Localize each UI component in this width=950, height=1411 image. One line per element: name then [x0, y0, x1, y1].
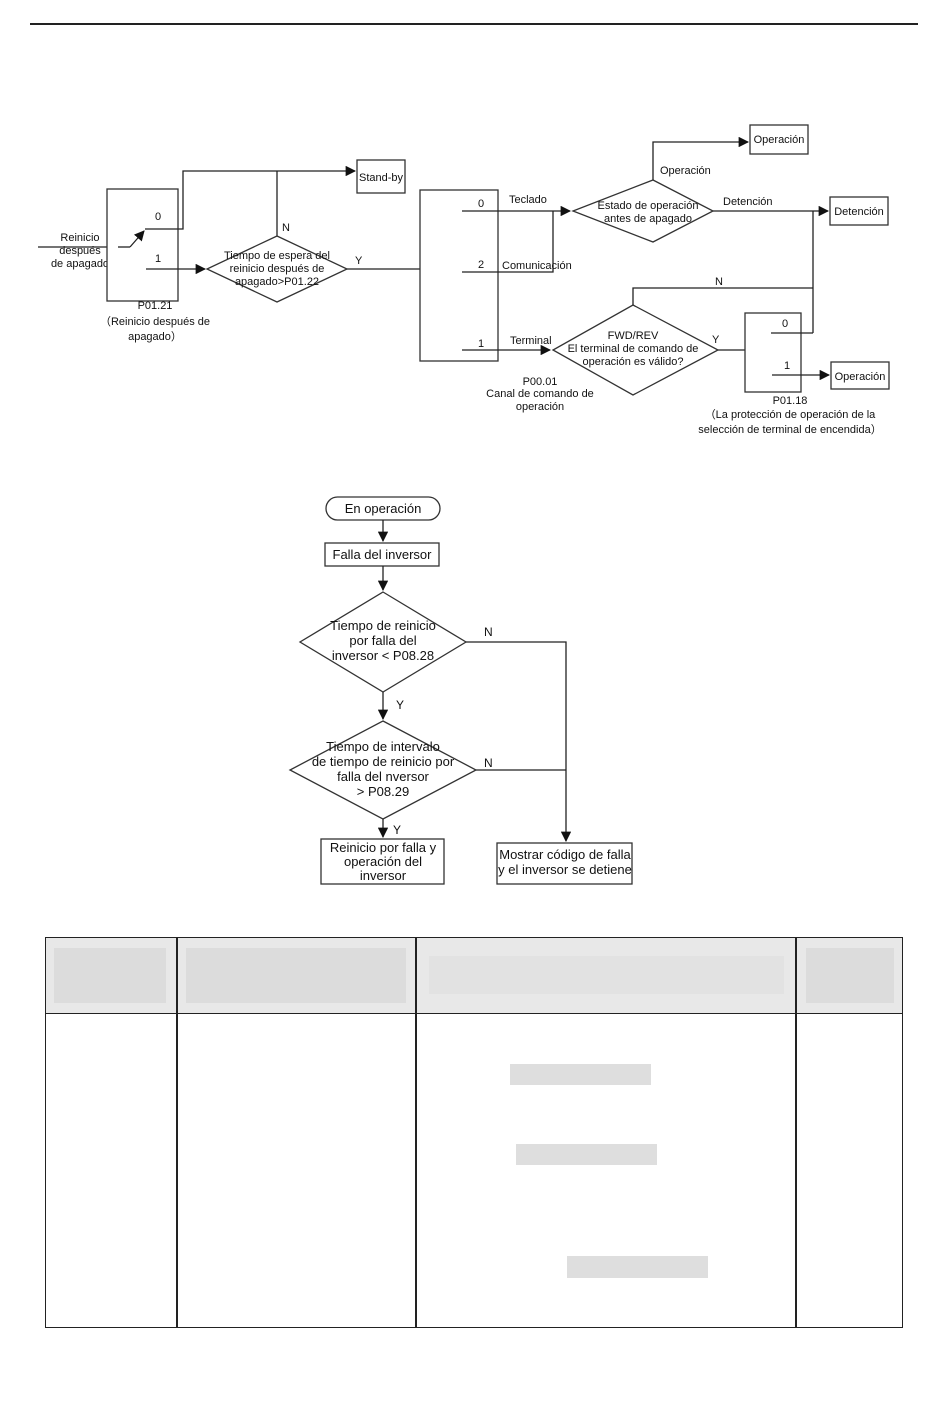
restart-box-line3: inversor	[360, 868, 407, 883]
fault-label: Falla del inversor	[333, 547, 433, 562]
n-label-top: N	[282, 222, 290, 234]
detencion-box	[829, 196, 889, 226]
operacion-box-bottom-label: Operación	[835, 371, 886, 383]
sw2-desc-line1: （La protección de operación de la	[705, 408, 876, 421]
sw1-label-0: 0	[155, 211, 161, 223]
restart-input-line2: después	[59, 245, 101, 257]
n2-label: N	[484, 756, 493, 770]
decision1-line2: por falla del	[349, 633, 416, 648]
n1-label: N	[484, 625, 493, 639]
n-label-fwd: N	[715, 276, 723, 288]
restart-operation-box	[320, 838, 445, 885]
column-divider-2	[415, 938, 417, 1327]
ch-label-2: 2	[478, 259, 484, 271]
header-rule	[30, 23, 918, 25]
detencion-box-label: Detención	[834, 206, 884, 218]
sw1-param: P01.21	[138, 300, 173, 312]
fwd-decision-line2: El terminal de comando de	[568, 343, 699, 355]
y1-label: Y	[396, 698, 404, 712]
fwd-decision-line1: FWD/REV	[608, 330, 659, 342]
ch-label-1: 1	[478, 338, 484, 350]
redacted-cell-2	[516, 1144, 657, 1165]
standby-box	[356, 159, 406, 194]
decision1-line3: inversor < P08.28	[332, 648, 434, 663]
operacion-box-top	[749, 124, 809, 155]
p0121-switch-box	[106, 188, 179, 302]
redacted-cell-1	[510, 1064, 651, 1085]
column-divider-1	[176, 938, 178, 1327]
start-label: En operación	[345, 501, 422, 516]
wait-decision-line1: Tiempo de espera del	[224, 250, 330, 262]
startup-restart-diagram: Reinicio después de apagado 0 1 P01.21 （…	[38, 124, 890, 436]
ch-param: P00.01	[523, 376, 558, 388]
restart-input-line1: Reinicio	[60, 232, 99, 244]
restart-box-line2: operación del	[344, 854, 422, 869]
sw1-label-1: 1	[155, 253, 161, 265]
show-fault-box	[496, 842, 633, 885]
state-decision-line1: Estado de operación	[598, 200, 699, 212]
ch-desc-line2: operación	[516, 401, 564, 413]
teclado-label: Teclado	[509, 194, 547, 206]
decision2-line3: falla del nversor	[337, 769, 429, 784]
comunicacion-label: Comunicación	[502, 260, 572, 272]
stop-box-line1: Mostrar código de falla	[499, 847, 631, 862]
operacion-box-top-label: Operación	[754, 134, 805, 146]
decision2-line4: > P08.29	[357, 784, 409, 799]
sw1-contact	[129, 230, 145, 248]
detencion-label: Detención	[723, 196, 773, 208]
sw2-label-1: 1	[784, 360, 790, 372]
operacion-box-bottom	[830, 361, 890, 390]
state-before-shutdown-decision	[571, 179, 715, 243]
sw1-desc-line2: apagado）	[128, 330, 182, 343]
fault-restart-flowchart: En operación Falla del inversor Tiempo d…	[288, 496, 633, 885]
stop-box-line2: y el inversor se detiene	[498, 862, 632, 877]
restart-input-line3: de apagado	[51, 258, 109, 270]
wait-decision-line3: apagado>P01.22	[235, 276, 319, 288]
restart-box-line1: Reinicio por falla y	[330, 840, 437, 855]
column-divider-3	[795, 938, 797, 1327]
operacion-label: Operación	[660, 165, 711, 177]
terminal-label: Terminal	[510, 335, 552, 347]
ch-desc-line1: Canal de comando de	[486, 388, 594, 400]
parameter-table	[45, 937, 903, 1328]
sw2-label-0: 0	[782, 318, 788, 330]
y-label-fwd: Y	[712, 334, 720, 346]
standby-label: Stand-by	[359, 172, 404, 184]
p0001-channel-box	[419, 189, 499, 362]
redacted-cell-3	[567, 1256, 708, 1278]
decision1-line1: Tiempo de reinicio	[330, 618, 436, 633]
fwd-decision-line3: operación es válido?	[583, 356, 684, 368]
y2-label: Y	[393, 823, 401, 837]
wait-time-decision	[205, 235, 349, 303]
sw1-desc-line1: （Reinicio después de	[100, 315, 210, 328]
y-label: Y	[355, 255, 363, 267]
sw2-param: P01.18	[773, 395, 808, 407]
decision2-line1: Tiempo de intervalo	[326, 739, 440, 754]
state-decision-line2: antes de apagado	[604, 213, 692, 225]
ch-label-0: 0	[478, 198, 484, 210]
decision2-line2: de tiempo de reinicio por	[312, 754, 455, 769]
p0118-switch-box	[744, 312, 802, 393]
sw2-desc-line2: selección de terminal de encendida）	[698, 423, 881, 436]
wait-decision-line2: reinicio después de	[230, 263, 325, 275]
fwd-rev-decision	[551, 304, 720, 396]
fault-box	[324, 542, 440, 567]
